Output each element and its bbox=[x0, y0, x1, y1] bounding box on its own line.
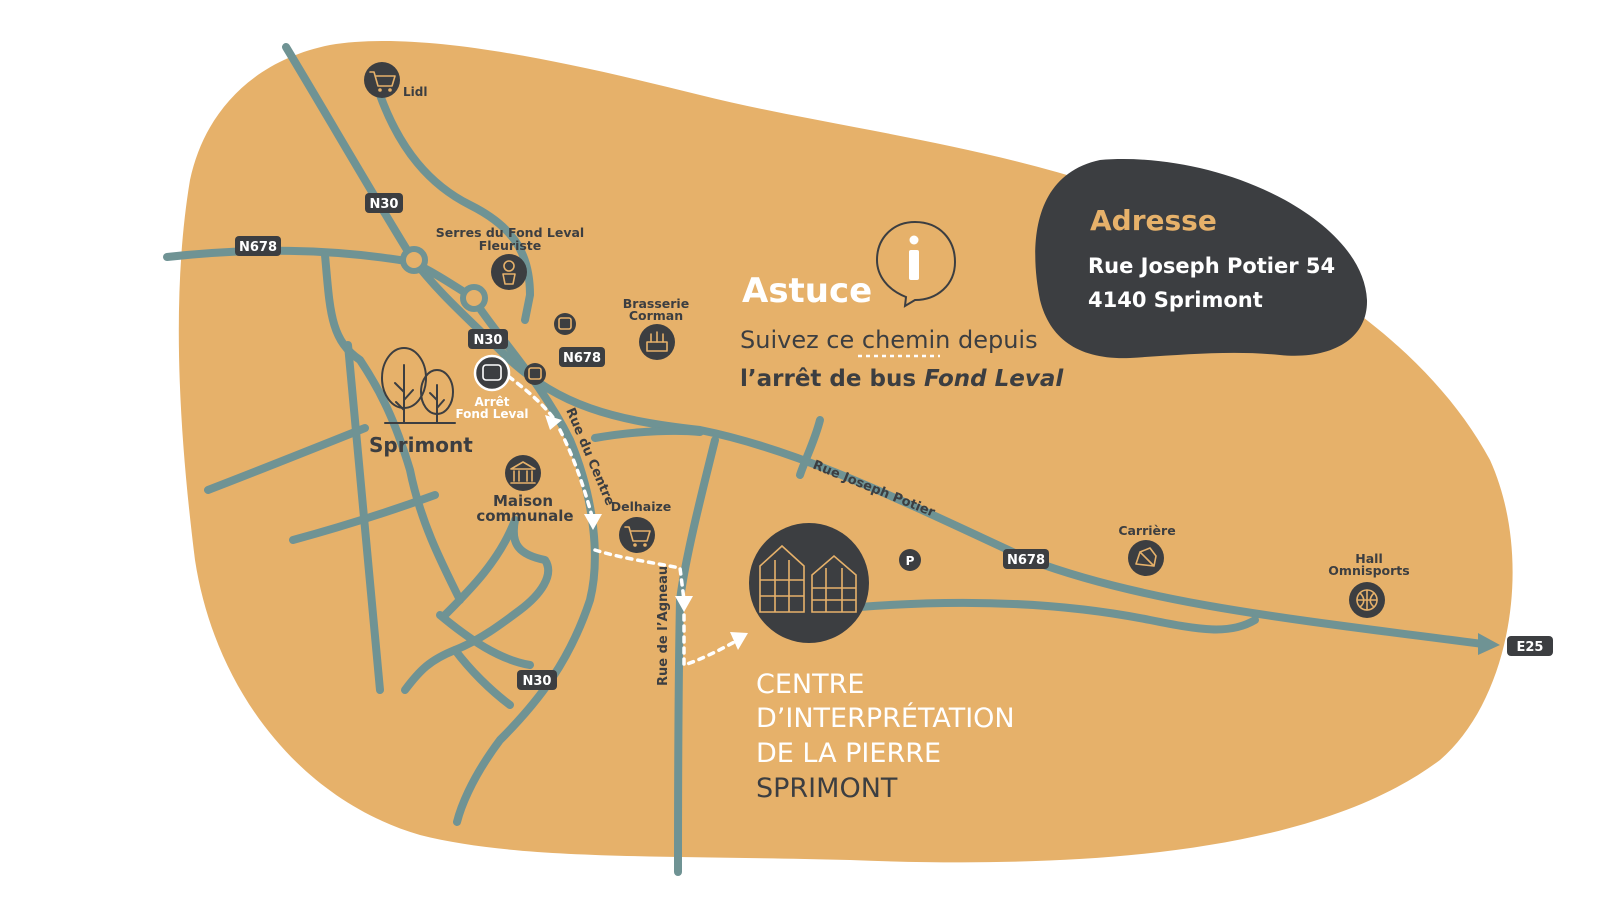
delhaize-poi[interactable] bbox=[619, 517, 655, 553]
bus-stop-small-2[interactable] bbox=[524, 363, 546, 385]
trees-icon bbox=[381, 347, 456, 424]
parking-icon: P bbox=[906, 554, 915, 568]
road-badge-n30-north: N30 bbox=[365, 193, 403, 213]
address-line-1: Rue Joseph Potier 54 bbox=[1088, 254, 1335, 278]
brasserie-label-line2: Corman bbox=[629, 308, 683, 323]
road-badge-n678-west: N678 bbox=[235, 236, 281, 256]
hall-label-line2: Omnisports bbox=[1328, 563, 1409, 578]
road-badge-text: N30 bbox=[370, 197, 399, 212]
shopping-cart-icon bbox=[624, 526, 651, 547]
walking-route bbox=[498, 368, 748, 668]
road-maison-loop-2 bbox=[436, 611, 534, 669]
hall-label-line1: Hall bbox=[1355, 551, 1382, 566]
road-badge-n30-south: N30 bbox=[517, 670, 557, 690]
walk-segment-4 bbox=[682, 613, 740, 668]
road-badge-text: E25 bbox=[1517, 640, 1544, 655]
brasserie-poi[interactable] bbox=[639, 324, 675, 360]
road-lower-west bbox=[451, 646, 514, 709]
tip-title: Astuce bbox=[742, 271, 872, 311]
lidl-label: Lidl bbox=[403, 85, 427, 99]
maison-label-line2: communale bbox=[476, 507, 573, 525]
road-n678-west bbox=[163, 246, 476, 301]
street-label-rue-de-lagneau: Rue de l’Agneau bbox=[656, 566, 671, 686]
destination-town: SPRIMONT bbox=[756, 773, 898, 804]
shopping-cart-icon bbox=[369, 71, 396, 92]
road-badge-text: N30 bbox=[474, 333, 503, 348]
road-badge-text: N678 bbox=[239, 240, 277, 255]
destination-poi[interactable] bbox=[749, 523, 869, 643]
e25-arrowhead bbox=[1478, 633, 1500, 655]
road-lidl bbox=[376, 91, 534, 324]
serres-poi[interactable] bbox=[491, 254, 527, 290]
road-badge-text: N30 bbox=[523, 674, 552, 689]
bus-stop-fond-leval-poi[interactable] bbox=[473, 354, 511, 392]
road-badge-text: N678 bbox=[1007, 553, 1045, 568]
road-rue-du-centre-connector bbox=[591, 426, 704, 442]
walk-arrow-2 bbox=[584, 514, 602, 530]
bus-stop-small-1[interactable] bbox=[554, 313, 576, 335]
bus-icon bbox=[558, 317, 572, 330]
bus-icon bbox=[528, 367, 542, 380]
road-badge-n678-mid: N678 bbox=[559, 347, 605, 367]
serres-label-line1: Serres du Fond Leval bbox=[436, 225, 584, 240]
address-title: Adresse bbox=[1090, 204, 1217, 237]
roads bbox=[163, 43, 1494, 876]
road-left-vertical bbox=[344, 341, 384, 694]
lidl-poi[interactable] bbox=[364, 62, 400, 98]
flower-pot-icon bbox=[502, 260, 516, 285]
bus-stop-label-line1: Arrêt bbox=[475, 395, 510, 409]
roundabout-south bbox=[460, 284, 488, 312]
road-west-branch-2 bbox=[289, 491, 439, 544]
destination-line-1: CENTRE bbox=[756, 669, 864, 700]
destination-line-3: DE LA PIERRE bbox=[756, 738, 941, 769]
brasserie-label-line1: Brasserie bbox=[623, 296, 689, 311]
address-line-2: 4140 Sprimont bbox=[1088, 288, 1263, 312]
walk-arrow-3 bbox=[675, 596, 693, 612]
carriere-label: Carrière bbox=[1118, 523, 1175, 538]
info-icon bbox=[875, 220, 957, 308]
bus-icon bbox=[482, 364, 502, 381]
basketball-icon bbox=[1356, 589, 1378, 611]
tip-line-2-emphasis: Fond Leval bbox=[924, 366, 1064, 392]
stone-icon bbox=[1135, 547, 1157, 567]
road-potier-north bbox=[796, 416, 824, 479]
destination-line-2: D’INTERPRÉTATION bbox=[756, 702, 1015, 734]
walk-arrow-1 bbox=[545, 415, 562, 430]
walk-segment-1 bbox=[498, 368, 557, 422]
sprimont-label: Sprimont bbox=[369, 433, 473, 457]
tip-line-2-prefix: l’arrêt de bus bbox=[740, 366, 924, 392]
bottle-crate-icon bbox=[646, 331, 668, 352]
serres-label-line2: Fleuriste bbox=[479, 238, 542, 253]
walk-segment-3 bbox=[593, 548, 686, 602]
tip-line-2: l’arrêt de bus Fond Leval bbox=[740, 366, 1064, 392]
delhaize-label: Delhaize bbox=[611, 499, 672, 514]
walk-segment-2 bbox=[558, 428, 595, 522]
road-hall-loop bbox=[856, 598, 1259, 634]
road-west-loop bbox=[321, 251, 464, 604]
tip-line-1: Suivez ce chemin depuis bbox=[740, 326, 1038, 354]
address-card bbox=[1035, 159, 1368, 359]
roundabout-north bbox=[400, 246, 428, 274]
parking-poi[interactable]: P bbox=[899, 549, 921, 571]
bus-stop-label-line2: Fond Leval bbox=[455, 407, 528, 421]
road-badge-n30-mid: N30 bbox=[468, 329, 508, 349]
road-west-branch bbox=[204, 424, 369, 494]
road-badge-e25: E25 bbox=[1507, 636, 1553, 656]
hall-poi[interactable] bbox=[1349, 582, 1385, 618]
road-badge-n678-east: N678 bbox=[1003, 549, 1049, 569]
town-hall-icon bbox=[510, 461, 536, 484]
maison-label-line1: Maison bbox=[493, 492, 553, 510]
road-badge-text: N678 bbox=[563, 351, 601, 366]
road-maison-loop-3 bbox=[441, 516, 519, 619]
carriere-poi[interactable] bbox=[1128, 540, 1164, 576]
walk-arrow-4 bbox=[730, 632, 748, 650]
road-rue-agneau bbox=[674, 436, 719, 876]
greenhouse-icon bbox=[759, 544, 857, 613]
maison-communale-poi[interactable] bbox=[505, 455, 541, 491]
road-maison-loop bbox=[401, 516, 553, 694]
